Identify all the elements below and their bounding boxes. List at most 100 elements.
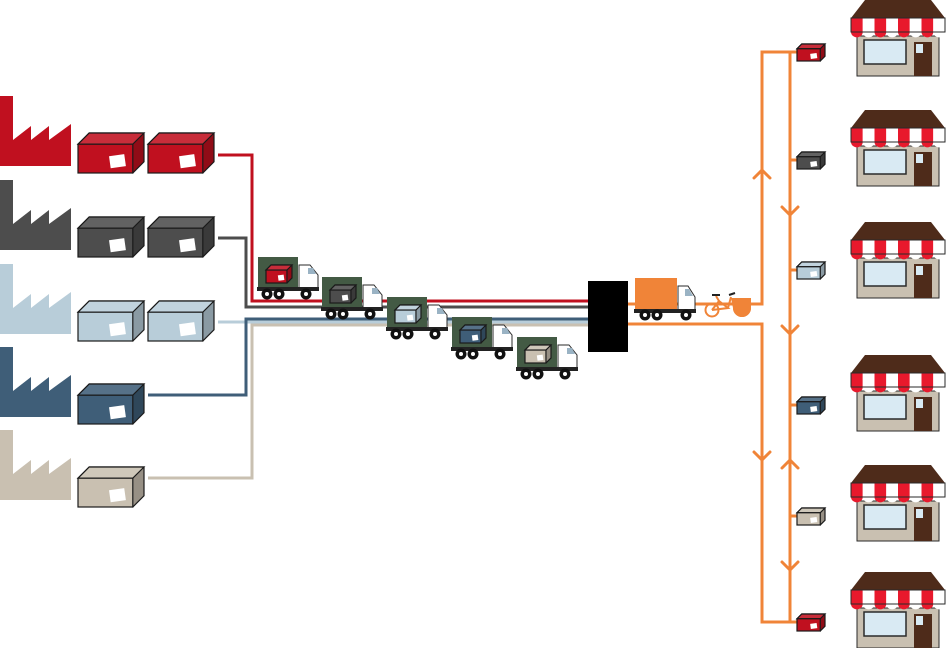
truck-2 — [321, 277, 383, 320]
awning-stripe — [898, 590, 910, 604]
box-icon — [76, 300, 146, 342]
box-label — [810, 270, 818, 277]
hubcap — [277, 292, 281, 296]
van-body — [635, 278, 677, 310]
box-icon — [458, 324, 488, 344]
awning-scallop — [921, 497, 934, 503]
awning-scallop — [921, 254, 934, 260]
package-icon — [795, 261, 827, 280]
awning-stripe — [909, 483, 922, 497]
box-icon — [76, 466, 146, 508]
bike-fork — [727, 296, 732, 309]
hubcap — [265, 292, 269, 296]
box-icon — [146, 300, 216, 342]
awning-stripe — [886, 590, 898, 604]
box-label — [109, 154, 126, 169]
store-awning — [850, 127, 946, 148]
store-awning — [850, 239, 946, 260]
consolidation-hub — [588, 281, 628, 352]
package-icon — [795, 151, 827, 170]
awning-scallop — [886, 254, 898, 260]
awning-scallop — [909, 387, 922, 393]
awning-scallop — [862, 32, 875, 38]
truck-chassis — [321, 307, 383, 311]
awning-scallop — [886, 387, 898, 393]
awning-scallop — [933, 142, 945, 148]
hubcap — [498, 352, 502, 356]
store-window — [863, 39, 907, 65]
awning-stripe — [886, 240, 898, 254]
factory-5 — [0, 430, 146, 508]
factory-icon — [0, 430, 71, 500]
store-6 — [850, 572, 946, 648]
hubcap — [684, 313, 688, 317]
store-2 — [850, 110, 946, 187]
door-window — [916, 266, 923, 275]
box-label — [109, 238, 126, 253]
store-window — [863, 394, 907, 420]
awning-stripe — [898, 240, 910, 254]
awning-scallop — [933, 497, 945, 503]
awning-stripe — [862, 128, 875, 142]
truck-chassis — [386, 327, 448, 331]
factory-4 — [0, 347, 146, 425]
awning-scallop — [862, 254, 875, 260]
awning-stripe — [898, 18, 910, 32]
bike-cargo-box — [731, 298, 751, 317]
awning-scallop — [898, 387, 910, 393]
door-window — [916, 44, 923, 53]
awning-scallop — [909, 32, 922, 38]
awning-stripe — [898, 373, 910, 387]
awning-scallop — [862, 387, 875, 393]
awning-scallop — [909, 604, 922, 610]
stores — [795, 0, 946, 648]
awning-stripe — [921, 373, 934, 387]
box-label — [471, 334, 479, 341]
truck-window — [372, 288, 380, 294]
store-roof — [851, 572, 945, 590]
arrow-down-icon — [780, 324, 800, 336]
store-roof — [851, 110, 945, 128]
store-awning — [850, 589, 946, 610]
awning-scallop — [874, 497, 887, 503]
store-awning — [850, 17, 946, 38]
awning-stripe — [874, 240, 887, 254]
awning-scallop — [851, 254, 863, 260]
truck-window — [567, 348, 575, 354]
awning-scallop — [886, 497, 898, 503]
box-icon — [76, 216, 146, 258]
awning-scallop — [851, 604, 863, 610]
box-label — [810, 516, 818, 523]
box-label — [810, 52, 818, 59]
awning-scallop — [851, 497, 863, 503]
truck-window — [308, 268, 316, 274]
door-window — [916, 616, 923, 625]
awning-scallop — [851, 32, 863, 38]
awning-outline — [850, 372, 946, 388]
awning-stripe — [909, 590, 922, 604]
door-window — [916, 399, 923, 408]
awning-stripe — [933, 483, 945, 497]
box-icon — [393, 304, 423, 324]
awning-stripe — [886, 483, 898, 497]
awning-stripe — [851, 373, 863, 387]
awning-stripe — [921, 240, 934, 254]
awning-stripe — [851, 240, 863, 254]
box-icon — [328, 284, 358, 304]
awning-scallop — [898, 254, 910, 260]
awning-scallop — [898, 142, 910, 148]
awning-stripe — [862, 373, 875, 387]
truck-chassis — [516, 367, 578, 371]
awning-stripe — [933, 240, 945, 254]
awning-scallop — [933, 32, 945, 38]
arrow-down-icon — [780, 205, 800, 217]
awning-stripe — [933, 128, 945, 142]
store-window — [863, 611, 907, 637]
awning-scallop — [874, 142, 887, 148]
awning-stripe — [874, 128, 887, 142]
package-icon — [795, 507, 827, 526]
hubcap — [471, 352, 475, 356]
box-label — [406, 314, 414, 321]
awning-stripe — [862, 483, 875, 497]
trucks — [257, 257, 578, 380]
